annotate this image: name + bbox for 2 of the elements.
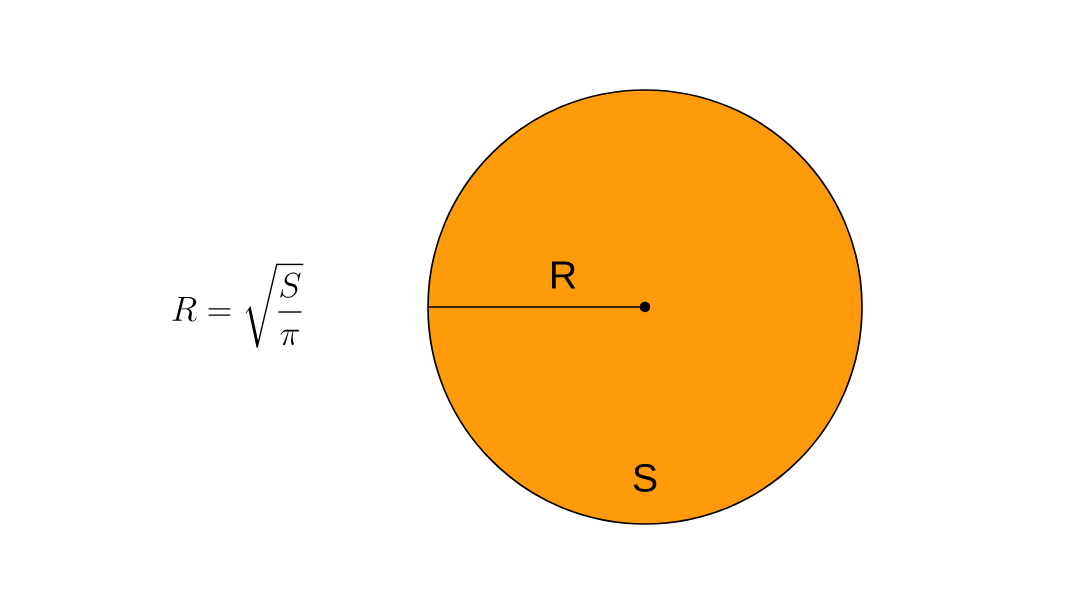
formula: $R =\sqrt{\frac{S}{\pi}}$	[172, 263, 304, 348]
radius-label: R	[552, 261, 576, 289]
